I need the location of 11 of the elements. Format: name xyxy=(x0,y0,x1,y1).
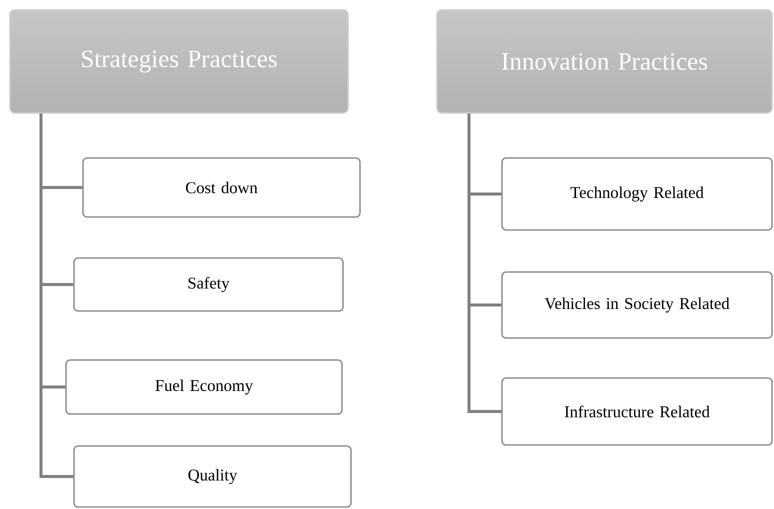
item-box: Safety xyxy=(73,257,344,312)
header-box: Innovation Practices xyxy=(436,9,773,114)
connector-line xyxy=(40,114,74,478)
item-box: Vehicles in Society Related xyxy=(501,271,773,339)
item-box: Fuel Economy xyxy=(65,359,343,415)
connector-line xyxy=(468,114,502,413)
item-box: Infrastructure Related xyxy=(501,377,773,446)
item-box: Cost down xyxy=(82,157,361,218)
item-box: Quality xyxy=(73,445,352,508)
header-box: Strategies Practices xyxy=(9,9,349,114)
item-box: Technology Related xyxy=(501,157,773,231)
